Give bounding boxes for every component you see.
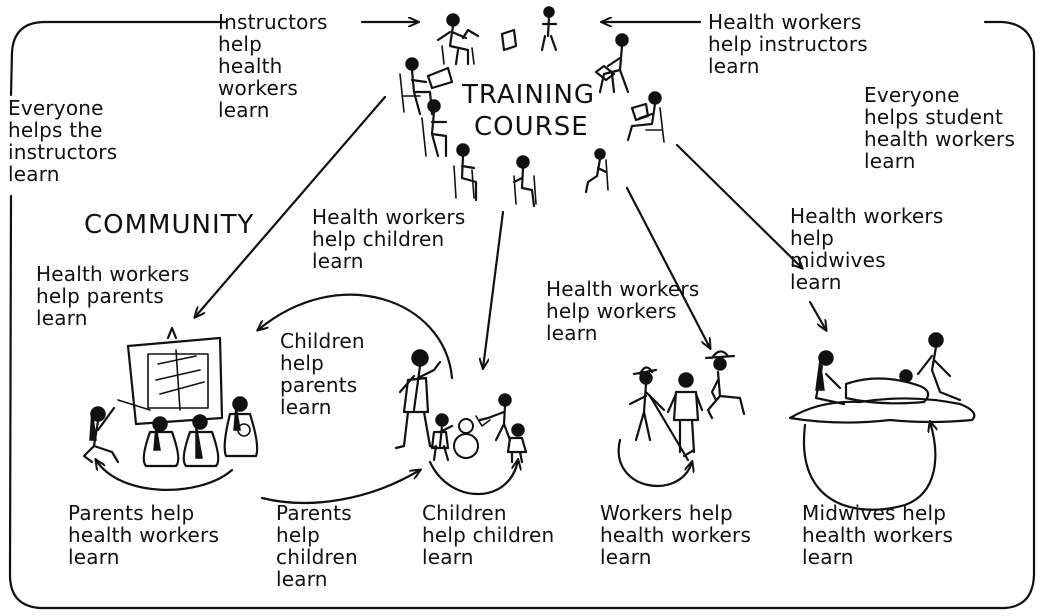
arrow-workers-to-health-workers (617, 438, 692, 487)
arrow-course-to-children (483, 210, 505, 368)
arrow-course-to-midwives (675, 143, 802, 268)
arrow-course-to-workers (625, 186, 710, 348)
parents-group-illustration (82, 326, 259, 468)
label-children-help-parents: Children help parents learn (280, 329, 365, 419)
label-health-workers-help-midwives: Health workers help midwives learn (790, 204, 944, 294)
label-workers-help-health-workers: Workers help health workers learn (600, 501, 752, 569)
midwives-group-illustration (788, 332, 976, 424)
label-health-workers-help-children: Health workers help children learn (312, 205, 466, 273)
label-parents-help-children: Parents help children learn (276, 501, 358, 591)
arrow-course-to-parents (195, 95, 387, 317)
arrow-parents-to-children (260, 470, 420, 504)
arrow-children-to-children (428, 460, 518, 495)
label-everyone-helps-students: Everyone helps student health workers le… (864, 83, 1016, 173)
course-title: COURSE (474, 112, 589, 142)
label-everyone-helps-instructors: Everyone helps the instructors learn (8, 96, 118, 186)
children-group-illustration (394, 349, 528, 464)
label-parents-help-health-workers: Parents help health workers learn (68, 501, 220, 569)
training-course-group-illustration (399, 6, 665, 208)
arrow-parents-to-health-workers (96, 460, 234, 491)
workers-group-illustration (628, 350, 746, 462)
arrow-midwives-to-health-workers (802, 422, 935, 511)
label-health-workers-help-parents: Health workers help parents learn (36, 262, 190, 330)
arrow-to-midwives-group (808, 300, 826, 330)
label-health-workers-help-workers: Health workers help workers learn (546, 277, 700, 345)
label-children-help-children: Children help children learn (422, 501, 555, 569)
community-border (8, 20, 1036, 610)
arrow-children-to-parents (258, 293, 454, 380)
label-health-workers-help-instructors: Health workers help instructors learn (708, 10, 868, 78)
community-title: COMMUNITY (84, 210, 255, 240)
label-midwives-help-health-workers: Midwives help health workers learn (802, 501, 954, 569)
label-instructors-help-health-workers: Instructors help health workers learn (218, 10, 328, 122)
training-title: TRAINING (462, 80, 596, 110)
